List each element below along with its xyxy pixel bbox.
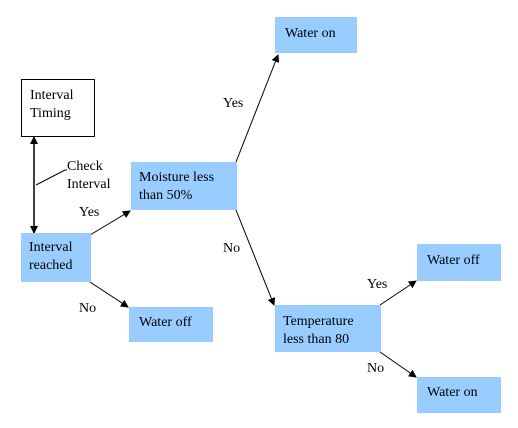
arrow-moisture-to-temperature xyxy=(235,209,276,306)
arrow-temperature-to-water-off xyxy=(379,280,417,306)
check-interval-label: Check Interval xyxy=(67,159,111,192)
moisture-box: Moisture less than 50% xyxy=(131,162,237,210)
no-label-2: No xyxy=(223,241,241,256)
water-off-box-1: Water off xyxy=(129,307,213,342)
no-label-1: No xyxy=(79,301,97,316)
arrow-reached-to-moisture xyxy=(89,210,131,236)
interval-timing-box: Interval Timing xyxy=(21,79,95,137)
yes-label-1: Yes xyxy=(79,205,100,220)
yes-label-3: Yes xyxy=(367,277,388,292)
check-interval-callout xyxy=(35,169,67,186)
water-on-top-box: Water on xyxy=(275,17,357,53)
yes-label-2: Yes xyxy=(223,96,244,111)
no-label-3: No xyxy=(367,361,385,376)
water-on-bottom-box: Water on xyxy=(417,377,501,413)
temperature-box: Temperature less than 80 xyxy=(275,305,381,352)
arrow-temperature-to-water-on xyxy=(379,351,417,378)
water-off-box-2: Water off xyxy=(417,244,501,281)
interval-reached-box: Interval reached xyxy=(21,233,91,282)
arrow-moisture-to-water-on xyxy=(235,54,280,163)
arrow-reached-to-water-off xyxy=(89,281,129,308)
